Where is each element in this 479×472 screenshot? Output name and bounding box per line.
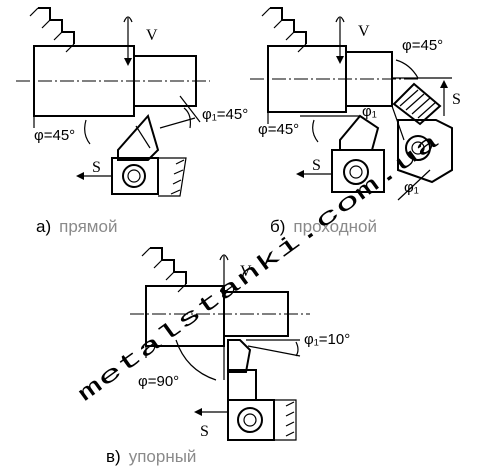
- holder-a: [111, 157, 187, 197]
- s-arrow-c: S: [194, 408, 228, 440]
- phi1-mid-label-b: φ₁: [362, 103, 377, 120]
- s-arrow-a: S: [76, 159, 112, 180]
- holder-b-right: [397, 119, 453, 201]
- v-label-c: V: [240, 263, 252, 280]
- caption-b: б) проходной: [270, 217, 377, 236]
- phi1-label-c: φ₁=10°: [304, 331, 350, 348]
- caption-c: в) упорный: [106, 447, 196, 466]
- cutter-b-left: [300, 114, 380, 151]
- cutter-c: [175, 339, 301, 401]
- s-arrow-b-left: S: [296, 157, 332, 178]
- holder-c: [227, 399, 297, 441]
- caption-a-text: прямой: [59, 217, 117, 236]
- s-label-c: S: [200, 423, 209, 440]
- caption-a: а) прямой: [36, 217, 117, 236]
- s-label-a: S: [92, 159, 101, 176]
- v-arrow-a: V: [123, 16, 158, 66]
- phi-arc-b-top: [395, 59, 419, 79]
- figure-b: V: [250, 7, 461, 236]
- workpiece-c: [130, 285, 310, 358]
- caption-b-text: проходной: [293, 217, 377, 236]
- watermark: metalstanki.com.ua: [73, 129, 444, 408]
- caption-b-letter: б): [270, 217, 285, 236]
- s-label-b-right: S: [452, 91, 461, 108]
- s-arrow-b-right: S: [440, 80, 461, 116]
- caption-c-text: упорный: [129, 447, 197, 466]
- caption-a-letter: а): [36, 217, 51, 236]
- phi1-low-label-b: φ₁: [404, 179, 419, 196]
- phi-top-label-b: φ=45°: [402, 37, 443, 54]
- phi1-label-a: φ₁=45°: [202, 106, 248, 123]
- workpiece-b: [250, 45, 420, 124]
- v-label-b: V: [358, 23, 370, 40]
- v-arrow-c: V: [219, 254, 252, 298]
- figure-c: V S φ=90° φ₁=10°: [106, 247, 350, 466]
- phi-label-c: φ=90°: [138, 373, 179, 390]
- v-label-a: V: [146, 27, 158, 44]
- v-arrow-b: V: [335, 16, 370, 64]
- phi-label-a: φ=45°: [34, 127, 75, 144]
- s-label-b-left: S: [312, 157, 321, 174]
- figure-a: V S φ=45° φ₁=: [16, 7, 248, 236]
- caption-c-letter: в): [106, 447, 121, 466]
- phi-left-label-b: φ=45°: [258, 121, 299, 138]
- holder-b-left: [331, 149, 385, 193]
